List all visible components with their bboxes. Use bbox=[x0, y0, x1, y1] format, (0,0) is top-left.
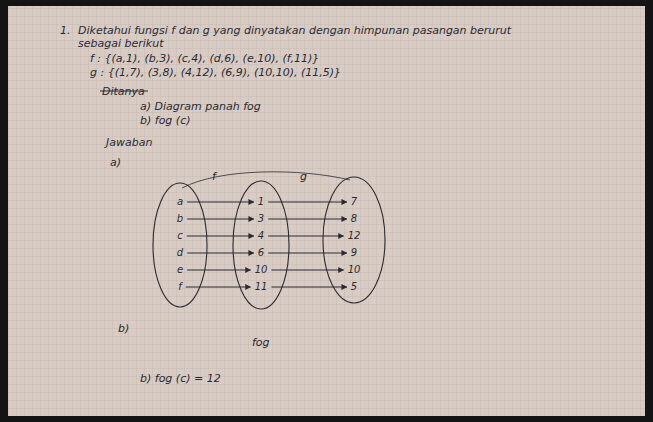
set-element: c bbox=[175, 230, 185, 242]
handwritten-note: g bbox=[300, 170, 307, 183]
set-element: 7 bbox=[349, 196, 359, 208]
grid-lines bbox=[8, 6, 645, 416]
mapping-arrow bbox=[187, 270, 251, 271]
element-value: 3 bbox=[258, 213, 264, 224]
element-value: 8 bbox=[351, 213, 357, 224]
handwritten-note: fog bbox=[252, 336, 270, 349]
handwritten-note: g : {(1,7), (3,8), (4,12), (6,9), (10,10… bbox=[90, 66, 341, 79]
element-value: 5 bbox=[351, 281, 357, 292]
set-element: 10 bbox=[346, 264, 363, 276]
element-value: c bbox=[177, 230, 183, 241]
mapping-arrow bbox=[271, 270, 343, 271]
handwritten-note: Diketahui fungsi f dan g yang dinyatakan… bbox=[78, 24, 548, 50]
element-value: 12 bbox=[348, 230, 361, 241]
element-value: 1 bbox=[258, 196, 264, 207]
set-element: 9 bbox=[349, 247, 359, 259]
set-element: 12 bbox=[346, 230, 363, 242]
handwritten-note: Jawaban bbox=[106, 136, 152, 149]
handwritten-note: a) bbox=[110, 156, 121, 169]
element-value: 10 bbox=[255, 264, 268, 275]
element-value: 6 bbox=[258, 247, 264, 258]
mapping-arrow bbox=[268, 219, 347, 220]
handwritten-note: b) fog (c) = 12 bbox=[140, 372, 221, 385]
handwritten-note: a) Diagram panah fog bbox=[140, 100, 261, 113]
element-value: b bbox=[177, 213, 183, 224]
set-ellipse: 1 3 4 6 10 11 bbox=[232, 180, 290, 310]
mapping-arrow bbox=[186, 287, 251, 288]
set-element: 10 bbox=[253, 264, 270, 276]
set-element: 6 bbox=[256, 247, 266, 259]
mapping-arrow bbox=[187, 236, 254, 237]
set-element: f bbox=[176, 281, 184, 293]
mapping-arrow bbox=[268, 202, 347, 203]
element-value: e bbox=[177, 264, 183, 275]
set-element: 8 bbox=[349, 213, 359, 225]
set-element: a bbox=[175, 196, 185, 208]
mapping-arrow bbox=[268, 236, 343, 237]
handwritten-note: Ditanya bbox=[102, 85, 145, 98]
element-value: f bbox=[178, 281, 182, 292]
element-value: 9 bbox=[351, 247, 357, 258]
handwritten-note: f : {(a,1), (b,3), (c,4), (d,6), (e,10),… bbox=[90, 52, 319, 65]
paper-sheet bbox=[8, 6, 645, 416]
handwritten-note: b) bbox=[118, 322, 129, 335]
set-ellipse: abcdef bbox=[152, 182, 208, 308]
element-value: a bbox=[177, 196, 183, 207]
element-value: 4 bbox=[258, 230, 264, 241]
mapping-arrow bbox=[268, 253, 347, 254]
set-element: 5 bbox=[349, 281, 359, 293]
set-element: b bbox=[175, 213, 185, 225]
set-element: e bbox=[175, 264, 185, 276]
set-ellipse: 7 8 12 9 10 5 bbox=[322, 176, 386, 304]
handwritten-note: b) fog (c) bbox=[140, 114, 190, 127]
element-value: 11 bbox=[255, 281, 268, 292]
set-element: 1 bbox=[256, 196, 266, 208]
handwritten-note: 1. bbox=[60, 24, 71, 37]
pen-curve bbox=[182, 172, 350, 188]
mapping-arrow bbox=[187, 219, 254, 220]
element-value: d bbox=[177, 247, 183, 258]
set-element: 4 bbox=[256, 230, 266, 242]
set-element: 11 bbox=[253, 281, 270, 293]
handwritten-note: f bbox=[212, 170, 216, 183]
set-element: 3 bbox=[256, 213, 266, 225]
element-value: 10 bbox=[348, 264, 361, 275]
mapping-arrow bbox=[187, 202, 254, 203]
element-value: 7 bbox=[351, 196, 357, 207]
set-element: d bbox=[175, 247, 185, 259]
mapping-arrow bbox=[187, 253, 254, 254]
